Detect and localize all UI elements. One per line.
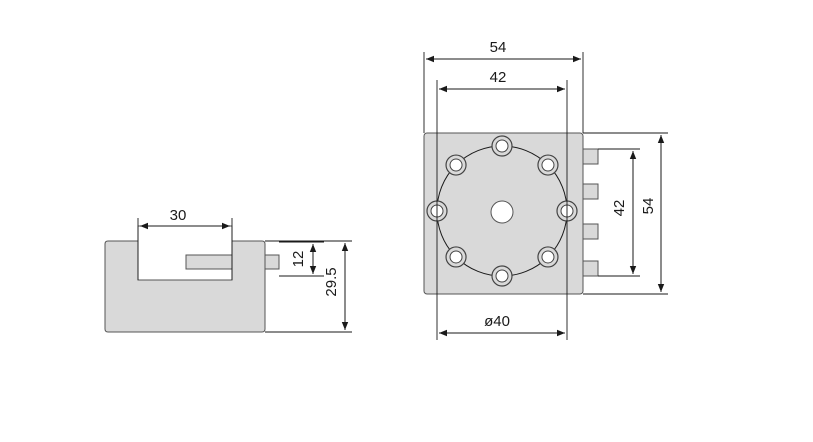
dim-label-42-right: 42 bbox=[611, 200, 628, 217]
terminal-screw bbox=[491, 265, 513, 287]
side-view-connector bbox=[264, 254, 280, 270]
terminal-screw bbox=[491, 135, 513, 157]
dim-label-30: 30 bbox=[170, 207, 187, 224]
side-view-recess bbox=[137, 225, 233, 281]
side-view-pin bbox=[185, 254, 233, 270]
dim-label-dia-40: ø40 bbox=[484, 313, 510, 330]
right-terminals bbox=[582, 148, 599, 277]
side-view-body bbox=[104, 240, 266, 333]
terminal-screw bbox=[537, 246, 559, 268]
dim-label-54-right: 54 bbox=[640, 198, 657, 215]
center-hole bbox=[490, 200, 514, 224]
front-view: 54 42 ø40 42 54 bbox=[423, 39, 668, 340]
terminal-group bbox=[426, 135, 578, 287]
dim-label-42-top: 42 bbox=[490, 69, 507, 86]
dim-label-29-5: 29.5 bbox=[323, 267, 340, 296]
terminal-screw bbox=[445, 246, 467, 268]
dim-label-54-top: 54 bbox=[490, 39, 507, 56]
dim-label-12: 12 bbox=[290, 251, 307, 268]
terminal-screw bbox=[537, 154, 559, 176]
side-view: 30 12 29.5 bbox=[104, 207, 352, 333]
terminal-screw bbox=[445, 154, 467, 176]
